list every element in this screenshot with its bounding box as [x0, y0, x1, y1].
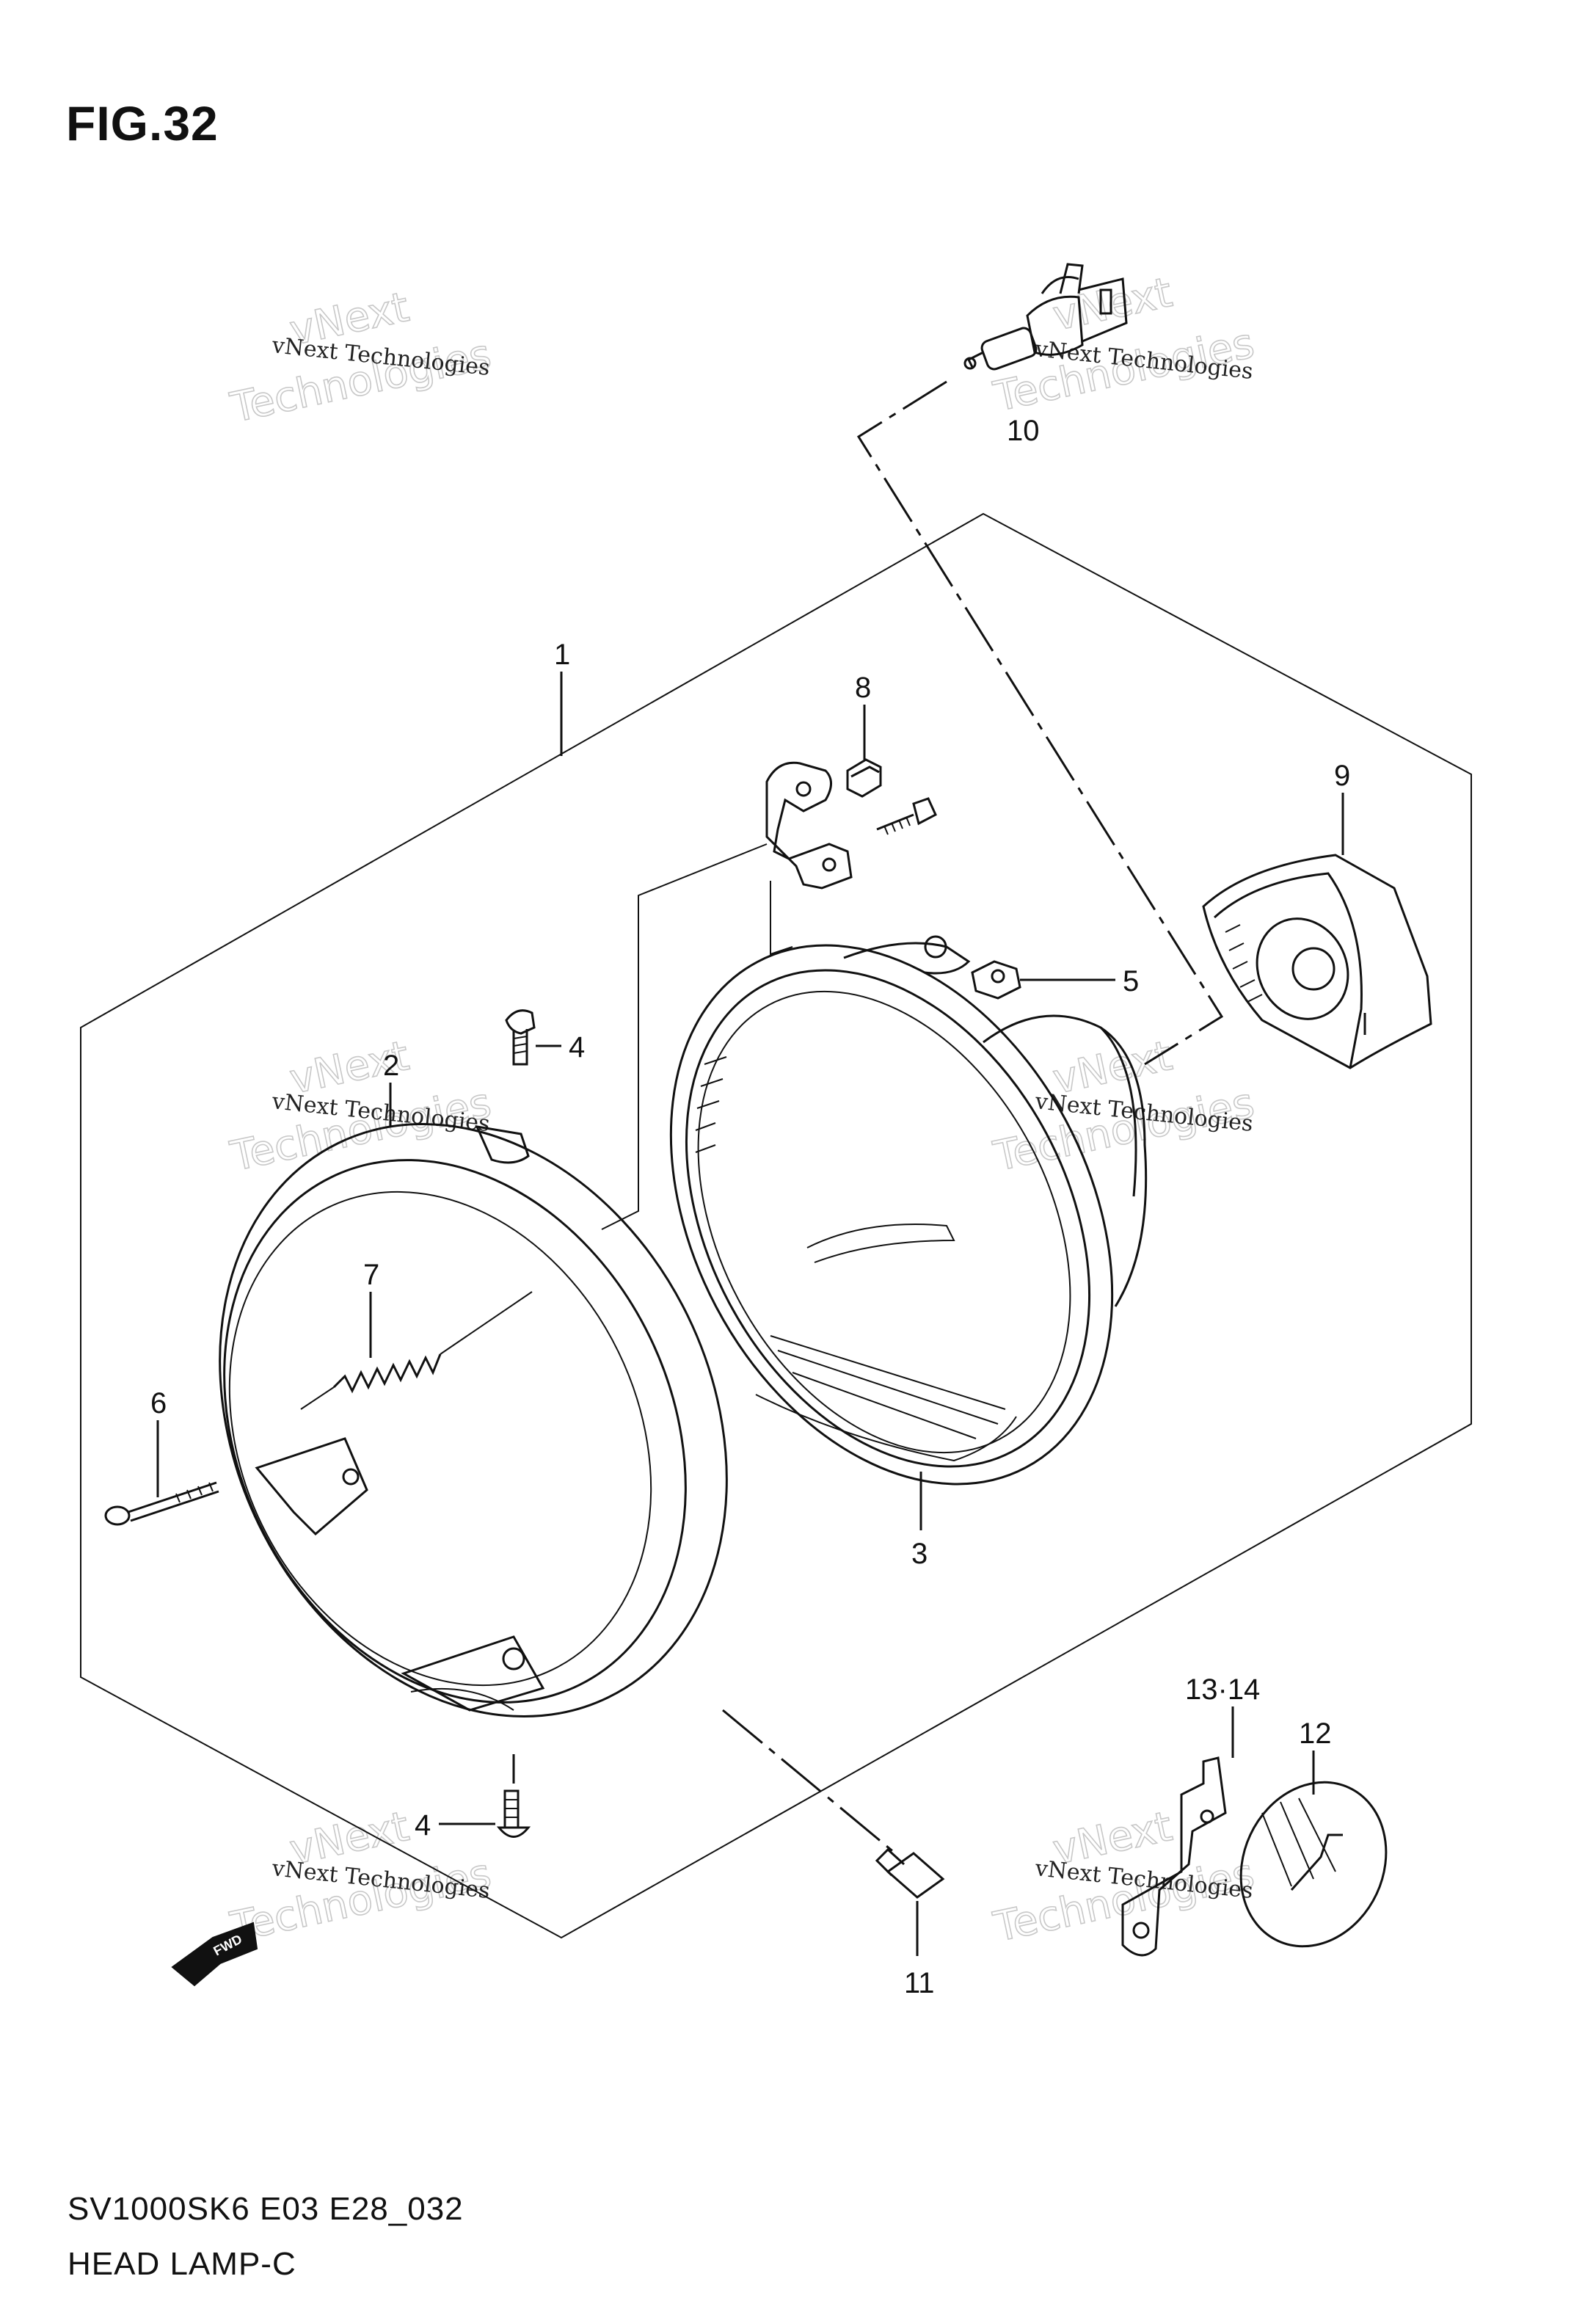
diagram-name: HEAD LAMP-C: [68, 2246, 296, 2282]
watermark-5: vNext Technologies vNext Technologies: [226, 1802, 496, 1952]
callout-5: 5: [1123, 965, 1139, 997]
callout-3: 3: [911, 1538, 928, 1570]
screw-part-4-top: [505, 1009, 561, 1066]
diagram-code: SV1000SK6 E03 E28_032: [68, 2191, 464, 2227]
watermark-1: vNext Technologies vNext Technologies: [226, 283, 496, 432]
screw-part-4-bottom: [439, 1754, 531, 1838]
callout-4-bottom: 4: [415, 1809, 431, 1842]
callout-6: 6: [150, 1387, 167, 1419]
cap-part-12: [1239, 1781, 1388, 1948]
rear-cover-part-9: [1202, 854, 1432, 1069]
leader-rim-to-screw-11: [722, 1709, 896, 1855]
callout-13-14: 13·14: [1185, 1673, 1260, 1706]
forward-direction-arrow: FWD: [171, 1922, 258, 1987]
bracket-part-13-14: [1121, 1756, 1227, 1957]
leader-bulb-to-housing: [856, 380, 1224, 1066]
watermark-6: vNext Technologies vNext Technologies: [989, 1802, 1259, 1952]
bracket-dash-link-2: [770, 881, 793, 956]
lamp-unit-part-3: [669, 935, 1148, 1486]
screw-part-11: [875, 1847, 945, 1956]
spring-part-7: [300, 1291, 533, 1410]
screw-part-8b: [876, 797, 937, 835]
figure-title: FIG.32: [66, 96, 219, 150]
rim-part-2: [219, 1123, 728, 1717]
callout-7: 7: [363, 1259, 379, 1291]
callout-2: 2: [383, 1050, 399, 1082]
callout-12: 12: [1299, 1717, 1332, 1750]
watermark-3: vNext Technologies vNext Technologies: [226, 1031, 496, 1181]
mounting-bracket-part-8: [765, 758, 882, 890]
callout-8: 8: [855, 672, 871, 704]
callout-4-top: 4: [569, 1031, 585, 1064]
bracket-dash-link: [601, 843, 768, 1230]
assembly-outline: [80, 512, 1472, 1939]
nut-part-5: [971, 960, 1115, 1000]
callout-1: 1: [554, 639, 570, 671]
bulb-part-10: [963, 263, 1128, 371]
callout-11: 11: [904, 1967, 935, 1999]
callout-9: 9: [1334, 760, 1350, 792]
screw-part-6: [104, 1481, 219, 1526]
callout-10: 10: [1007, 415, 1040, 447]
